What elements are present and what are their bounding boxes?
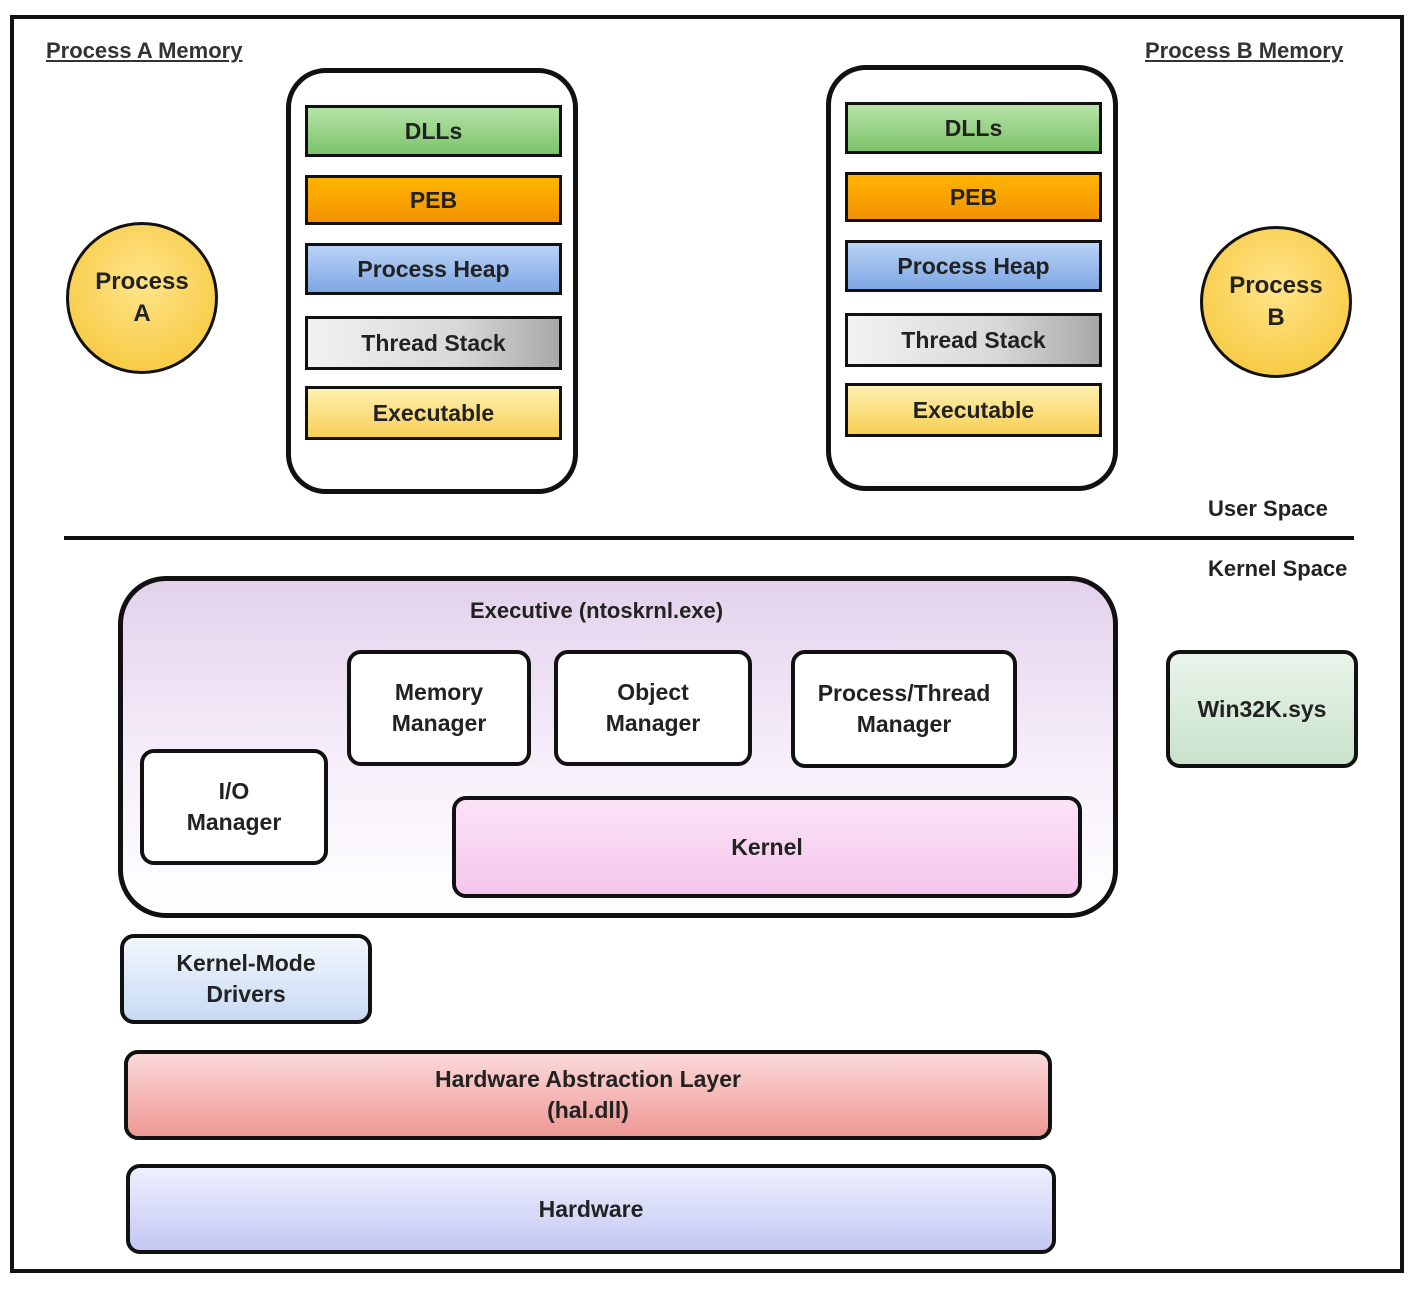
io-manager-box: I/O Manager bbox=[140, 749, 328, 865]
kernel-mode-drivers-box: Kernel-Mode Drivers bbox=[120, 934, 372, 1024]
process-b-thread-stack: Thread Stack bbox=[845, 313, 1102, 367]
win32k-box: Win32K.sys bbox=[1166, 650, 1358, 768]
process-b-memory: DLLs PEB Process Heap Thread Stack Execu… bbox=[826, 65, 1118, 491]
user-space-label: User Space bbox=[1208, 496, 1328, 521]
object-manager-box: Object Manager bbox=[554, 650, 752, 766]
kernel-mode-drivers-line1: Kernel-Mode bbox=[176, 950, 316, 976]
process-b-dlls: DLLs bbox=[845, 102, 1102, 154]
process-a-circle: Process A bbox=[66, 222, 218, 374]
process-thread-manager-line2: Manager bbox=[856, 711, 952, 737]
process-thread-manager-line1: Process/Thread bbox=[817, 680, 991, 706]
memory-manager-box: Memory Manager bbox=[347, 650, 531, 766]
hardware-box: Hardware bbox=[126, 1164, 1056, 1254]
kernel-space-label: Kernel Space bbox=[1208, 556, 1348, 581]
process-b-process-heap: Process Heap bbox=[845, 240, 1102, 292]
process-b-circle: Process B bbox=[1200, 226, 1352, 378]
process-a-memory-title: Process A Memory bbox=[46, 38, 243, 63]
memory-manager-line1: Memory bbox=[394, 679, 484, 705]
process-a-memory: DLLs PEB Process Heap Thread Stack Execu… bbox=[286, 68, 578, 494]
process-thread-manager-box: Process/Thread Manager bbox=[791, 650, 1017, 768]
diagram-frame bbox=[10, 15, 1404, 1273]
hal-box: Hardware Abstraction Layer (hal.dll) bbox=[124, 1050, 1052, 1140]
process-b-memory-title: Process B Memory bbox=[1145, 38, 1344, 63]
hal-line1: Hardware Abstraction Layer bbox=[435, 1066, 741, 1092]
kernel-box: Kernel bbox=[452, 796, 1082, 898]
process-a-label-line2: A bbox=[133, 300, 151, 327]
executive-title: Executive (ntoskrnl.exe) bbox=[470, 598, 724, 623]
process-a-peb: PEB bbox=[305, 175, 562, 225]
io-manager-line1: I/O bbox=[218, 778, 250, 804]
process-b-executable: Executable bbox=[845, 383, 1102, 437]
kernel-mode-drivers-line2: Drivers bbox=[206, 981, 286, 1007]
io-manager-line2: Manager bbox=[186, 809, 282, 835]
process-a-executable: Executable bbox=[305, 386, 562, 440]
user-kernel-divider bbox=[64, 536, 1354, 540]
process-a-process-heap: Process Heap bbox=[305, 243, 562, 295]
process-a-label-line1: Process bbox=[95, 268, 189, 295]
object-manager-line1: Object bbox=[617, 679, 689, 705]
process-b-peb: PEB bbox=[845, 172, 1102, 222]
process-a-thread-stack: Thread Stack bbox=[305, 316, 562, 370]
process-b-label-line2: B bbox=[1267, 304, 1285, 331]
hal-line2: (hal.dll) bbox=[547, 1097, 629, 1123]
process-a-dlls: DLLs bbox=[305, 105, 562, 157]
process-b-label-line1: Process bbox=[1229, 272, 1323, 299]
memory-manager-line2: Manager bbox=[391, 710, 487, 736]
object-manager-line2: Manager bbox=[605, 710, 701, 736]
